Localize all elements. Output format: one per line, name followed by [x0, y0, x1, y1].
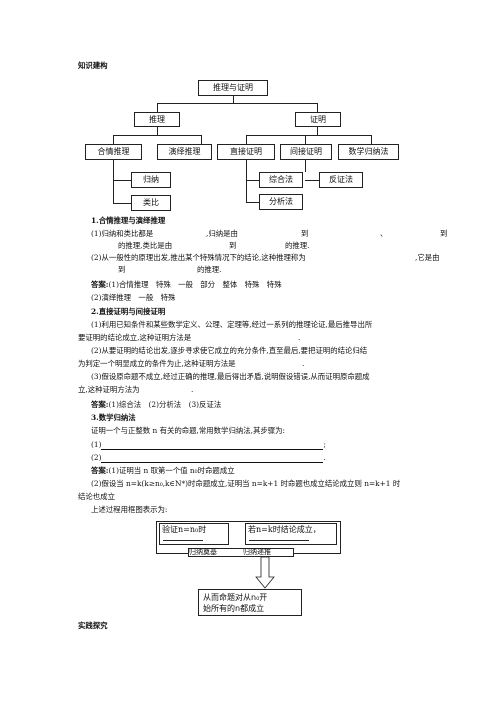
sec1-line1-d: 、	[380, 229, 388, 238]
section-2-title: 2.直接证明与间接证明	[91, 307, 166, 316]
sec2-answer-text: (1)综合法 (2)分析法 (3)反证法	[108, 400, 222, 409]
conclusion-line-1: 从而命题对从n₀开	[203, 593, 268, 602]
flow-label-band	[188, 548, 294, 557]
node-proof: 证明	[295, 112, 341, 127]
node-analysis-method: 分析法	[259, 194, 303, 210]
blank-line	[101, 441, 324, 450]
sec2-answer: 答案:(1)综合法 (2)分析法 (3)反证法	[91, 400, 221, 410]
step-1-end: ;	[323, 440, 326, 449]
down-arrow-icon	[255, 557, 275, 589]
sec1-answer-2: (2)演绎推理 一般 特殊	[91, 293, 176, 302]
step-2-end: .	[323, 453, 326, 462]
node-analogy: 类比	[131, 195, 171, 211]
conclusion-line-2: 始所有的n都成立	[203, 604, 265, 613]
sec2-para3-a: (3)假设原命题不成立,经过正确的推理,最后得出矛盾,说明假设错误,从而证明原命…	[91, 372, 370, 381]
sec1-line3-b: ,它是由	[415, 253, 440, 262]
answer-label: 答案:	[91, 466, 109, 475]
sec3-step-2: (2).	[91, 453, 326, 463]
node-contradiction-method: 反证法	[319, 172, 363, 188]
flow-box-step: 若n=k时结论成立，	[245, 523, 337, 545]
flow-base-text: 验证n=n₀时	[162, 525, 207, 534]
sec1-answer: 答案:(1)合情推理 特殊 一般 部分 整体 特殊 特殊	[91, 280, 282, 290]
sec2-para3-b: 立,这种证明方法为	[78, 385, 140, 394]
blank-line	[101, 454, 324, 463]
sec1-line4-b: 的推理.	[197, 265, 222, 274]
sec2-para1-c: .	[298, 333, 301, 342]
section-3-title: 3.数学归纳法	[91, 413, 136, 422]
sec1-line2-a: 的推理,类比是由	[118, 241, 173, 250]
sec1-answer-1: (1)合情推理 特殊 一般 部分 整体 特殊 特殊	[108, 280, 282, 289]
answer-label: 答案:	[91, 280, 109, 289]
sec1-line1-c: 到	[301, 229, 309, 238]
step-1-label: (1)	[91, 440, 102, 449]
sec1-line1-b: ,归纳是由	[206, 229, 238, 238]
sec2-para2-c: .	[302, 359, 305, 368]
node-deductive-reasoning: 演绎推理	[157, 144, 212, 160]
sec1-line2-c: 的推理.	[285, 241, 310, 250]
flow-box-base: 验证n=n₀时	[159, 523, 229, 545]
section-heading-knowledge: 知识建构	[78, 61, 108, 70]
node-root: 推理与证明	[198, 80, 268, 96]
sec3-intro: 证明一个与正整数 n 有关的命题,常用数学归纳法,其步骤为:	[91, 426, 286, 435]
answer-label: 答案:	[91, 400, 109, 409]
flow-box-conclusion: 从而命题对从n₀开 始所有的n都成立	[198, 589, 302, 616]
node-induction: 归纳	[131, 172, 171, 188]
section-1-title: 1.合情推理与演绎推理	[91, 216, 166, 225]
label-base-step: 归纳奠基	[189, 548, 217, 556]
sec1-line4-a: 到	[118, 265, 126, 274]
node-plausible-reasoning: 合情推理	[85, 144, 142, 160]
node-direct-proof: 直接证明	[217, 144, 275, 160]
flow-step-text: 若n=k时结论成立，	[248, 525, 321, 534]
node-synthesis-method: 综合法	[259, 172, 303, 188]
label-inductive-step: 归纳递推	[243, 548, 271, 556]
sec2-para3-c: .	[191, 385, 194, 394]
sec3-flow-intro: 上述过程用框图表示为:	[91, 505, 168, 514]
sec1-line1-e: 到	[440, 229, 448, 238]
sec1-line2-b: 到	[229, 241, 237, 250]
sec1-line3-a: (2)从一般性的原理出发,推出某个特殊情况下的结论,这种推理称为	[91, 253, 306, 262]
sec3-answer-2b: 结论也成立	[78, 492, 115, 501]
section-heading-practice: 实践探究	[78, 621, 108, 630]
sec2-para2-a: (2)从要证明的结论出发,逐步寻求使它成立的充分条件,直至最后,要把证明的结论归…	[91, 346, 368, 355]
sec3-answer-2a: (2)假设当 n=k(k≥n₀,k∈N*)时命题成立,证明当 n=k+1 时命题…	[91, 479, 401, 488]
sec3-answer-1: (1)证明当 n 取第一个值 n₀时命题成立	[108, 466, 235, 475]
sec3-answer: 答案:(1)证明当 n 取第一个值 n₀时命题成立	[91, 466, 235, 476]
sec2-para1-a: (1)利用已知条件和某些数学定义、公理、定理等,经过一系列的推理论证,最后推导出…	[91, 320, 373, 329]
node-math-induction: 数学归纳法	[338, 144, 399, 160]
node-reasoning: 推理	[134, 112, 180, 127]
sec3-step-1: (1);	[91, 440, 326, 450]
sec1-line1-a: (1)归纳和类比都是	[91, 229, 154, 238]
step-2-label: (2)	[91, 453, 102, 462]
sec2-para2-b: 为判定一个明显成立的条件为止,这种证明方法是	[78, 359, 236, 368]
sec2-para1-b: 要证明的结论成立,这种证明方法是	[78, 333, 192, 342]
node-indirect-proof: 间接证明	[280, 144, 332, 160]
